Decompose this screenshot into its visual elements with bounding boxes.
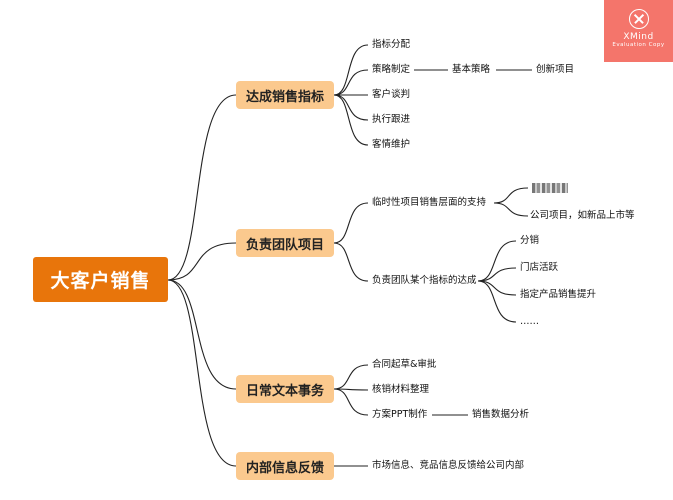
- connector-b3-leaf-0: [333, 364, 369, 390]
- connector-b2-support-0: [493, 187, 529, 204]
- leaf-target-allocation[interactable]: 指标分配: [372, 39, 411, 50]
- leaf-strategy[interactable]: 策略制定: [372, 64, 411, 75]
- leaf-materials[interactable]: 核销材料整理: [372, 384, 430, 395]
- connector-b1-leaf-0: [333, 44, 369, 96]
- leaf-basic-strategy[interactable]: 基本策略: [452, 64, 491, 75]
- leaf-innovation-project[interactable]: 创新项目: [536, 64, 575, 75]
- connector-b2-target-0: [477, 240, 517, 282]
- leaf-contract[interactable]: 合同起草&审批: [372, 359, 437, 370]
- connector-b2-leaf-1: [333, 242, 369, 282]
- connector-root-branch-3: [167, 279, 237, 390]
- branch-team-project[interactable]: 负责团队项目: [236, 229, 334, 257]
- leaf-temp-support[interactable]: 临时性项目销售层面的支持: [372, 197, 487, 208]
- leaf-distribution[interactable]: 分销: [520, 235, 540, 246]
- connector-root-branch-2: [167, 242, 237, 281]
- connector-b1-leaf-1: [333, 69, 369, 96]
- leaf-negotiation[interactable]: 客户谈判: [372, 89, 411, 100]
- connector-b2-target-2: [477, 280, 517, 296]
- connector-b2-target-3: [477, 280, 517, 323]
- leaf-store-activity[interactable]: 门店活跃: [520, 262, 559, 273]
- connector-b1-leaf-4: [333, 94, 369, 146]
- connector-b1-leaf-3: [333, 94, 369, 121]
- watermark-title: XMind: [623, 32, 654, 42]
- leaf-team-target[interactable]: 负责团队某个指标的达成: [372, 275, 477, 286]
- leaf-relationship[interactable]: 客情维护: [372, 139, 411, 150]
- leaf-market-info[interactable]: 市场信息、竞品信息反馈给公司内部: [372, 460, 525, 471]
- branch-sales-target[interactable]: 达成销售指标: [236, 81, 334, 109]
- leaf-ellipsis[interactable]: ……: [520, 316, 539, 327]
- connector-root-branch-1: [167, 94, 237, 281]
- branch-daily-docs[interactable]: 日常文本事务: [236, 375, 334, 403]
- leaf-product-sales[interactable]: 指定产品销售提升: [520, 289, 597, 300]
- connector-b2-support-1: [493, 202, 529, 217]
- root-node[interactable]: 大客户销售: [33, 257, 168, 302]
- connector-b2-target-1: [477, 267, 517, 282]
- xmind-watermark: XMind Evaluation Copy: [604, 0, 673, 62]
- leaf-company-project[interactable]: 公司项目，如新品上市等: [530, 210, 635, 221]
- redacted-mark: [532, 183, 568, 193]
- leaf-follow-up[interactable]: 执行跟进: [372, 114, 411, 125]
- watermark-subtitle: Evaluation Copy: [612, 42, 665, 48]
- leaf-sales-analysis[interactable]: 销售数据分析: [472, 409, 530, 420]
- connector-root-branch-4: [167, 279, 237, 467]
- xmind-logo-icon: [628, 9, 649, 29]
- leaf-ppt[interactable]: 方案PPT制作: [372, 409, 428, 420]
- connector-b2-leaf-0: [333, 202, 369, 244]
- connector-b3-leaf-2: [333, 388, 369, 416]
- branch-internal-feedback[interactable]: 内部信息反馈: [236, 452, 334, 480]
